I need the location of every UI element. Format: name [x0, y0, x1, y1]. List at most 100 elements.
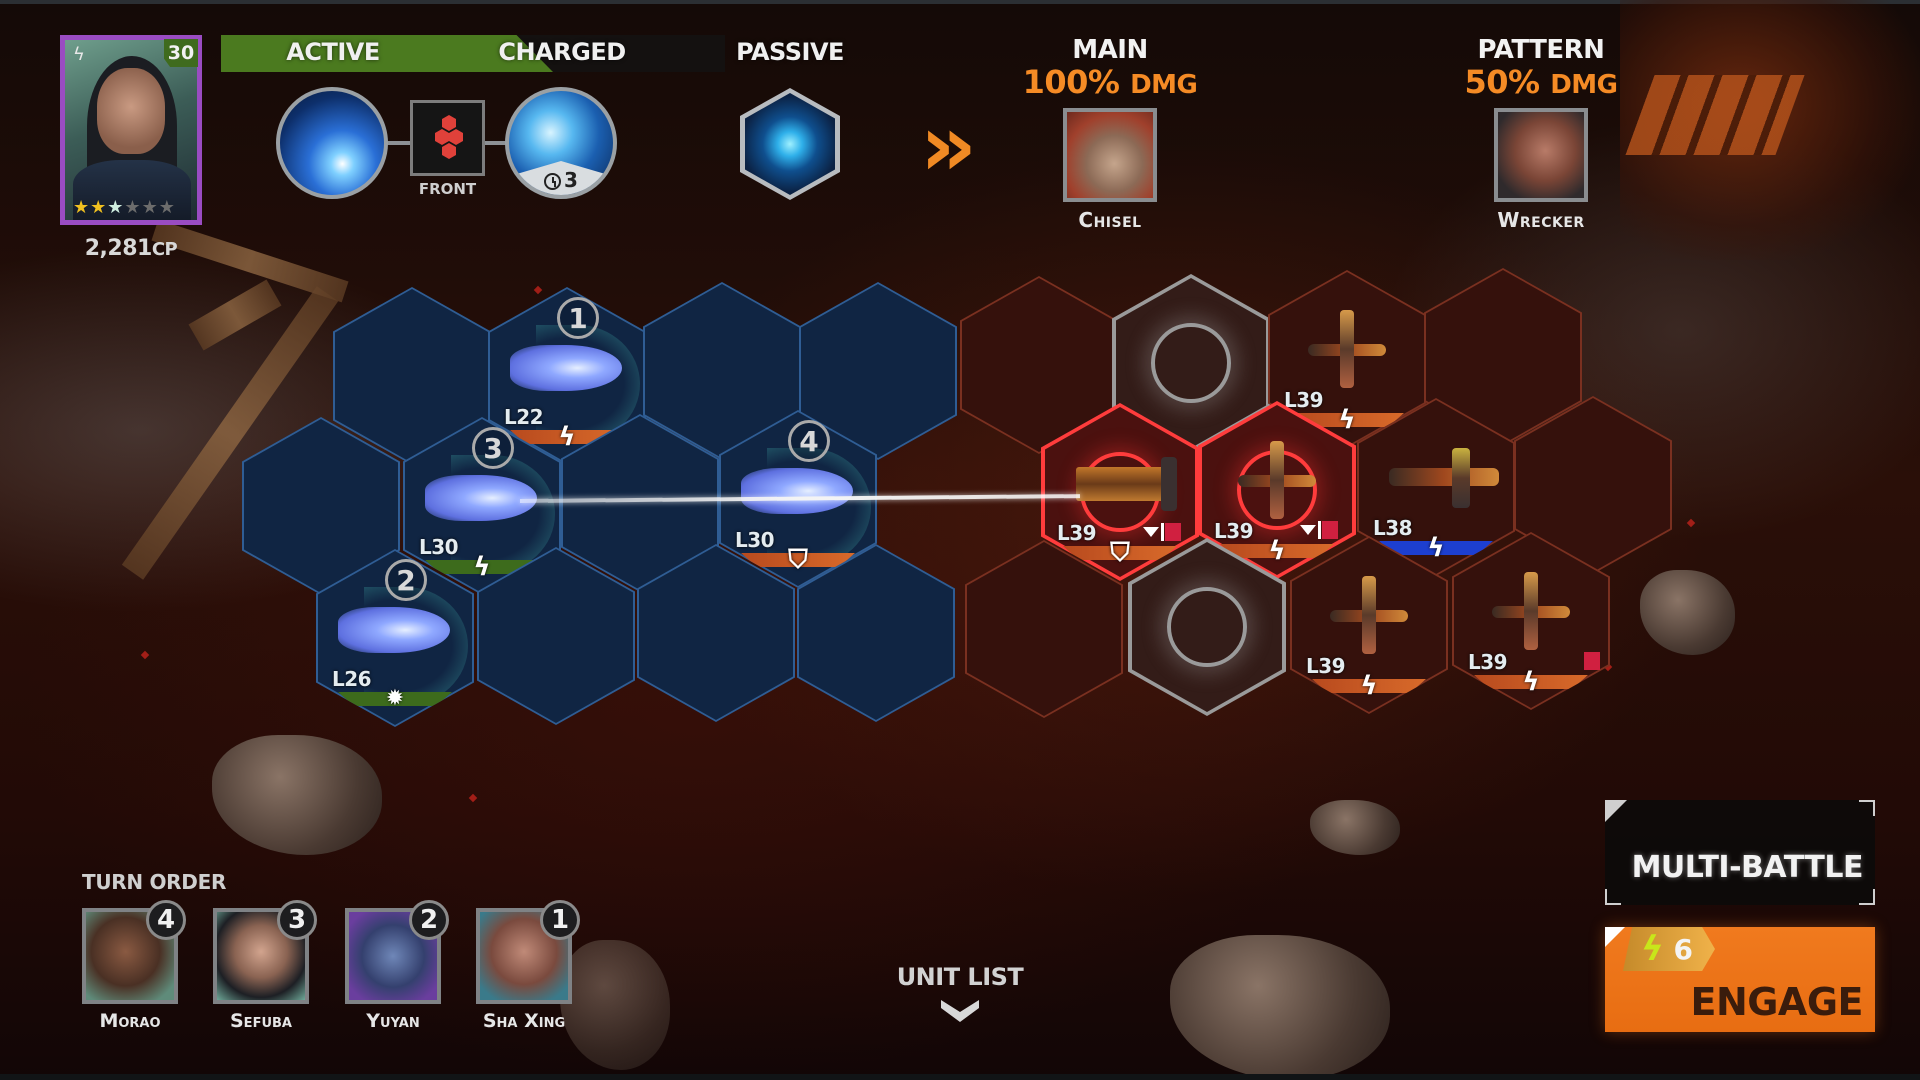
enemy-hex-tile[interactable]: L39 ϟ: [1290, 536, 1448, 714]
enemy-hex-tile[interactable]: [965, 540, 1123, 718]
enemy-ship[interactable]: [1308, 310, 1386, 388]
ally-hex-tile[interactable]: [797, 544, 955, 722]
hero-portrait-body: [73, 160, 191, 220]
shield-icon: ⛉: [788, 545, 808, 575]
lightning-icon: ϟ: [1522, 667, 1540, 697]
turn-position-badge: 4: [146, 900, 186, 940]
star-icon: ★: [124, 197, 141, 218]
tab-charged[interactable]: CHARGED: [498, 38, 626, 66]
hero-portrait-card[interactable]: ϟ 30 ★ ★ ★ ★ ★ ★: [60, 35, 202, 225]
ally-hex-tile[interactable]: [637, 544, 795, 722]
hero-level-badge: 30: [164, 39, 198, 67]
tab-passive[interactable]: PASSIVE: [736, 38, 844, 66]
hero-portrait-face: [97, 68, 165, 154]
ally-ship[interactable]: [510, 345, 622, 391]
hex-pattern-icon: [449, 129, 463, 145]
target-reticle-icon: [1151, 323, 1231, 403]
skill-tab-highlight: [221, 35, 553, 72]
active-skill-button[interactable]: [276, 87, 388, 199]
ally-ship[interactable]: [425, 475, 537, 521]
enemy-ship[interactable]: [1330, 576, 1408, 654]
pattern-target-portrait[interactable]: [1494, 108, 1588, 202]
unit-level: L39: [1306, 654, 1346, 678]
unit-health-bar: [741, 553, 855, 567]
unit-health-bar: [338, 692, 452, 706]
unit-health-bar: [1379, 541, 1493, 555]
turn-position-badge: 1: [540, 900, 580, 940]
corner-bracket: [1605, 889, 1621, 905]
turn-order-unit[interactable]: 3 Sefuba: [213, 900, 317, 1032]
turn-number-badge: 4: [788, 420, 830, 462]
ally-hex-tile[interactable]: [477, 547, 635, 725]
unit-level: L30: [419, 535, 459, 559]
enemy-hex-tile[interactable]: L39 ϟ: [1452, 532, 1610, 710]
debuff-arrow-icon: [1143, 527, 1159, 537]
unit-level: L30: [735, 528, 775, 552]
enemy-ship[interactable]: [1076, 443, 1177, 521]
pattern-target-title: PATTERN: [1477, 35, 1605, 65]
space-station-vents: [1625, 75, 1805, 155]
unit-health-bar: [425, 560, 539, 574]
turn-order-unit[interactable]: 1 Sha Xing: [476, 900, 580, 1032]
turn-number-badge: 1: [557, 297, 599, 339]
unit-portrait: 2: [345, 900, 449, 1004]
unit-list-toggle[interactable]: UNIT LIST: [896, 963, 1024, 991]
main-damage-unit: DMG: [1130, 70, 1198, 100]
turn-order-unit[interactable]: 2 Yuyan: [345, 900, 449, 1032]
main-target-panel: MAIN 100% DMG Chisel: [1020, 35, 1200, 232]
lightning-icon: ϟ: [73, 44, 85, 65]
enemy-ship[interactable]: [1389, 438, 1499, 516]
skill-connector: [482, 141, 512, 145]
cooldown-badge: 3: [509, 161, 613, 195]
unit-level: L39: [1057, 521, 1097, 545]
aoe-target-hex[interactable]: [1128, 538, 1286, 716]
multi-battle-button[interactable]: MULTI-BATTLE: [1605, 800, 1875, 905]
unit-name: Morao: [99, 1010, 161, 1032]
main-target-portrait[interactable]: [1063, 108, 1157, 202]
engage-button[interactable]: ϟ 6 ENGAGE: [1605, 927, 1875, 1032]
unit-level: L39: [1468, 650, 1508, 674]
hex-pattern-icon: [442, 143, 456, 159]
main-target-name: Chisel: [1078, 208, 1142, 232]
hex-pattern-icon: [435, 129, 449, 145]
unit-health-bar: [1312, 679, 1426, 693]
faction-marker: [1584, 652, 1600, 670]
cooldown-value: 3: [564, 168, 578, 192]
ally-hex-tile[interactable]: 2 L26 ✹: [316, 549, 474, 727]
clock-icon: [544, 173, 562, 190]
unit-portrait: 4: [82, 900, 186, 1004]
charged-skill-button[interactable]: 3: [505, 87, 617, 199]
pattern-target-damage: 50% DMG: [1451, 65, 1631, 102]
main-target-hex[interactable]: L39 ⛉: [1041, 403, 1199, 581]
hero-star-rating: ★ ★ ★ ★ ★ ★: [73, 198, 175, 218]
turn-order-label: TURN ORDER: [82, 870, 227, 894]
unit-health-bar: [1290, 413, 1404, 427]
engage-label: ENGAGE: [1690, 980, 1863, 1024]
unit-level: L38: [1373, 516, 1413, 540]
main-target-title: MAIN: [1072, 35, 1148, 65]
enemy-ship[interactable]: [1492, 572, 1570, 650]
turn-number-badge: 2: [385, 559, 427, 601]
star-icon: ★: [107, 197, 124, 218]
faction-marker: [1165, 523, 1181, 541]
passive-skill-button[interactable]: [740, 88, 840, 200]
turn-order-unit[interactable]: 4 Morao: [82, 900, 186, 1032]
hero-combat-power: 2,281CP: [60, 236, 202, 261]
enemy-ship[interactable]: [1238, 441, 1316, 519]
lightning-icon: ϟ: [1268, 536, 1286, 566]
target-pattern-label: FRONT: [418, 180, 477, 198]
faction-marker: [1322, 521, 1338, 539]
ally-ship[interactable]: [338, 607, 450, 653]
turn-position-badge: 3: [277, 900, 317, 940]
ally-ship[interactable]: [741, 468, 853, 514]
chevron-down-icon[interactable]: [941, 1000, 979, 1022]
corner-accent: [1605, 800, 1627, 822]
lightning-icon: ϟ: [1427, 533, 1445, 563]
tab-active[interactable]: ACTIVE: [286, 38, 380, 66]
main-damage-value: 100%: [1022, 63, 1120, 101]
energy-cost-value: 6: [1673, 932, 1693, 966]
top-edge-bar: [0, 0, 1920, 4]
pattern-target-name: Wrecker: [1497, 208, 1585, 232]
star-icon: ★: [158, 197, 175, 218]
pattern-target-panel: PATTERN 50% DMG Wrecker: [1451, 35, 1631, 232]
